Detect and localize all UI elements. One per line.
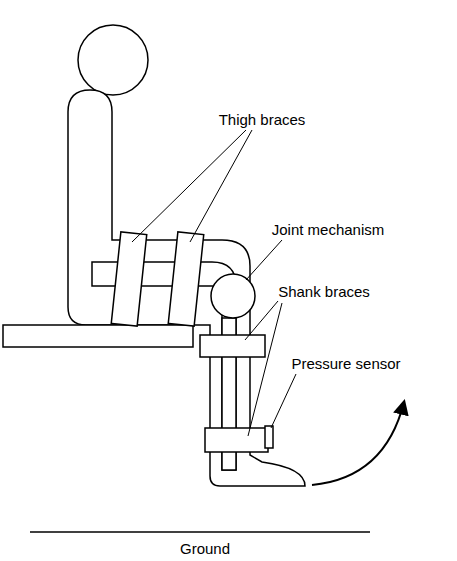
leader-line <box>271 374 296 428</box>
joint-mechanism <box>211 274 255 318</box>
part-label: Shank braces <box>277 284 371 301</box>
leader-line <box>190 130 252 242</box>
head <box>78 25 148 95</box>
part-label: Thigh braces <box>218 112 307 129</box>
part-label: Pressure sensor <box>290 356 401 373</box>
body-outline <box>68 90 305 486</box>
motion-arrow <box>312 402 404 485</box>
part-label: Joint mechanism <box>271 222 386 239</box>
shank-brace <box>200 335 265 357</box>
thigh-brace <box>111 232 146 326</box>
thigh-brace <box>168 232 203 326</box>
seat <box>3 325 193 347</box>
pressure-sensor <box>265 426 273 448</box>
leader-line <box>245 301 278 340</box>
leader-line <box>132 130 246 242</box>
leader-line <box>246 240 282 280</box>
ground-label: Ground <box>179 541 231 558</box>
ground-line <box>30 531 370 533</box>
shank-brace <box>205 428 268 452</box>
